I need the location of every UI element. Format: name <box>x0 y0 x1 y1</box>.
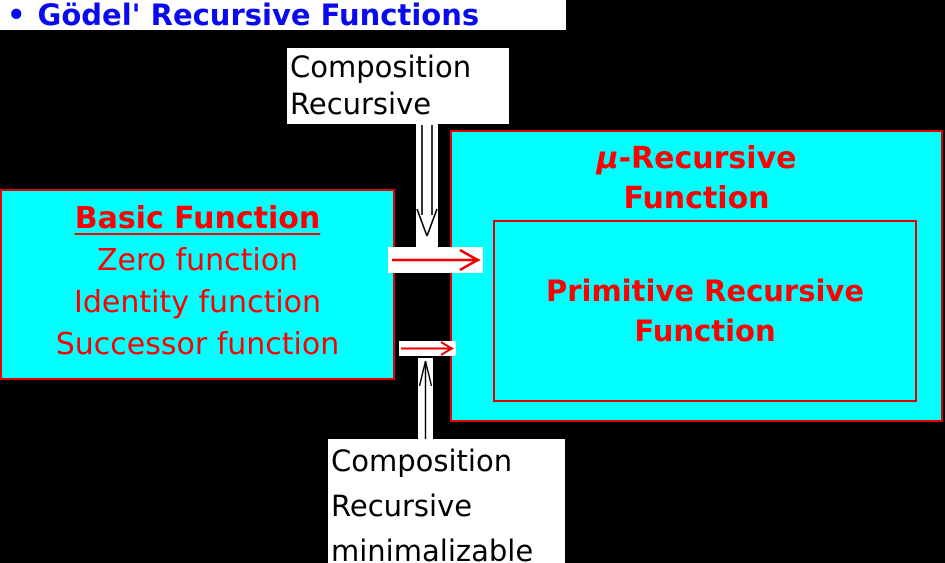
mu-symbol: μ <box>596 141 619 176</box>
label-line: Recursive <box>290 87 432 121</box>
down-arrow-icon <box>416 123 438 249</box>
mu-recursive-title-line2: Function <box>623 181 770 216</box>
page-title: • Gödel' Recursive Functions <box>0 0 566 30</box>
primitive-recursive-line2: Function <box>634 314 776 348</box>
basic-function-item: Zero function <box>96 243 299 278</box>
mu-recursive-title-line1: μ-Recursive <box>452 139 941 179</box>
right-arrow-icon <box>388 247 483 273</box>
basic-function-item: Identity function <box>73 285 322 320</box>
up-arrow-icon <box>418 358 433 440</box>
basic-function-item: Successor function <box>55 327 340 362</box>
primitive-recursive-line1: Primitive Recursive <box>545 274 865 308</box>
basic-function-box: Basic Function Zero function Identity fu… <box>0 189 395 380</box>
mu-recursive-function-box: μ-Recursive Function Primitive Recursive… <box>450 130 943 422</box>
label-line: Composition <box>331 444 513 478</box>
label-line: Composition <box>290 50 472 84</box>
right-arrow-icon <box>399 341 456 356</box>
bullet-icon: • <box>7 0 26 32</box>
primitive-recursive-function-box: Primitive Recursive Function <box>493 220 917 402</box>
top-operations-label: Composition Recursive <box>287 48 509 124</box>
label-line: Recursive <box>331 489 473 523</box>
basic-function-heading: Basic Function <box>74 201 321 236</box>
label-line: minimalizable <box>331 534 534 563</box>
bottom-operations-label: Composition Recursive minimalizable <box>328 439 565 563</box>
mu-recursive-title-rest: -Recursive <box>618 141 797 176</box>
page-title-text: Gödel' Recursive Functions <box>37 0 480 32</box>
